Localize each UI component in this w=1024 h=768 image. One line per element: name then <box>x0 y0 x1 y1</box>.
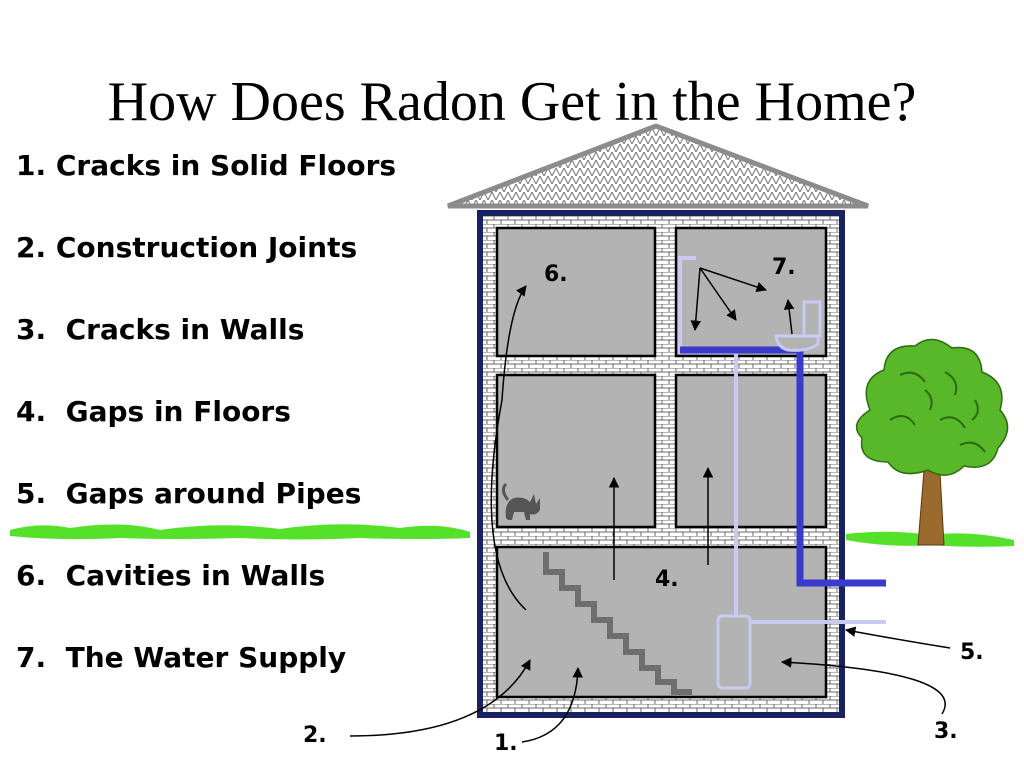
toilet-icon <box>774 300 822 352</box>
list-item: 4. Gaps in Floors <box>16 395 291 428</box>
room-top-left <box>495 226 657 358</box>
list-item: 5. Gaps around Pipes <box>16 477 362 510</box>
list-item: 2. Construction Joints <box>16 231 358 264</box>
list-item: 3. Cracks in Walls <box>16 313 305 346</box>
label-3: 3. <box>934 719 958 744</box>
label-4: 4. <box>655 567 679 592</box>
arrow-water-2 <box>699 267 737 321</box>
arrow-construction-joint <box>349 659 531 737</box>
label-7: 7. <box>772 255 796 280</box>
arrow-wall-crack <box>780 657 946 715</box>
arrow-toilet <box>783 298 795 335</box>
arrow-pipe-gap <box>844 626 951 649</box>
tree-icon <box>855 338 1009 546</box>
stairs-icon <box>543 552 692 695</box>
list-item: 6. Cavities in Walls <box>16 559 326 592</box>
arrow-cavity <box>490 285 527 611</box>
label-2: 2. <box>303 723 327 748</box>
slide-title: How Does Radon Get in the Home? <box>107 71 917 133</box>
label-1: 1. <box>494 731 518 756</box>
list-item: 1. Cracks in Solid Floors <box>16 149 397 182</box>
roof <box>447 123 869 209</box>
label-5: 5. <box>960 640 984 665</box>
label-6: 6. <box>544 262 568 287</box>
grass-left <box>10 524 470 540</box>
arrow-floor-crack <box>521 666 583 743</box>
arrow-water-1 <box>690 267 701 332</box>
cat-icon <box>501 482 540 520</box>
entry-points-list: 1. Cracks in Solid Floors 2. Constructio… <box>16 147 396 721</box>
list-item: 7. The Water Supply <box>16 641 347 674</box>
water-heater-icon <box>716 614 752 690</box>
arrow-water-3 <box>699 267 767 292</box>
cold-water-pipe <box>680 346 886 587</box>
